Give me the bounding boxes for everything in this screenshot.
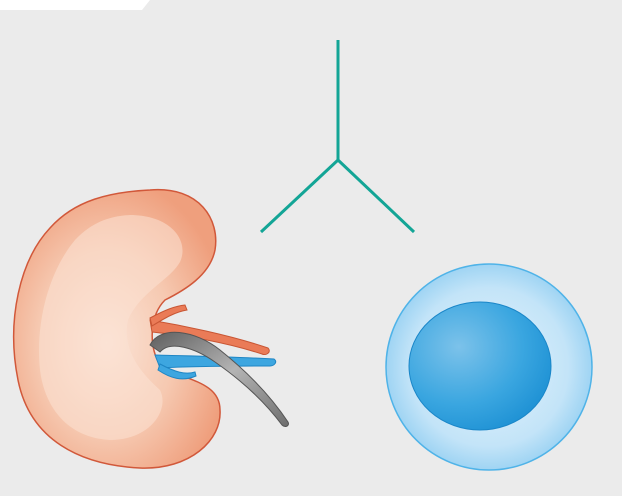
corner-notch	[0, 0, 150, 10]
cell-icon	[386, 264, 592, 470]
cell-nucleus-icon	[409, 302, 551, 430]
